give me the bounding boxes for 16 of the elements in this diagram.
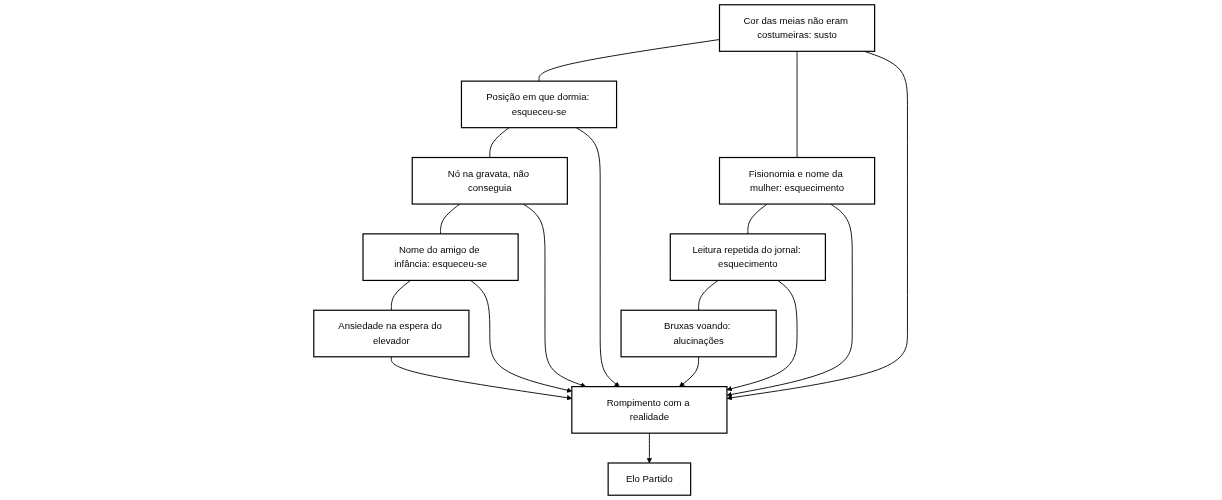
connector: [797, 50, 798, 158]
connector: [698, 279, 719, 311]
node-box: Nome do amigo de infância: esqueceu-se: [362, 233, 520, 281]
node-box: Bruxas voando: alucinações: [620, 309, 778, 358]
node-box: Leitura repetida do jornal: esquecimento: [670, 233, 827, 281]
node-box: Cor das meias não eram costumeiras: susto: [719, 4, 876, 52]
node-box: Ansiedade na espera do elevador: [313, 309, 470, 358]
connector: [747, 203, 768, 235]
connector: [440, 203, 461, 235]
connector: [489, 127, 510, 158]
node-box: Rompimento com a realidade: [571, 386, 728, 434]
node-box: Nó na gravata, não conseguia: [412, 156, 569, 205]
connector: [391, 279, 412, 311]
node-box: Posição em que dormia: esqueceu-se: [461, 80, 618, 129]
node-box: Fisionomia e nome da mulher: esquecimento: [719, 156, 876, 205]
node-box: Elo Partido: [607, 462, 692, 496]
